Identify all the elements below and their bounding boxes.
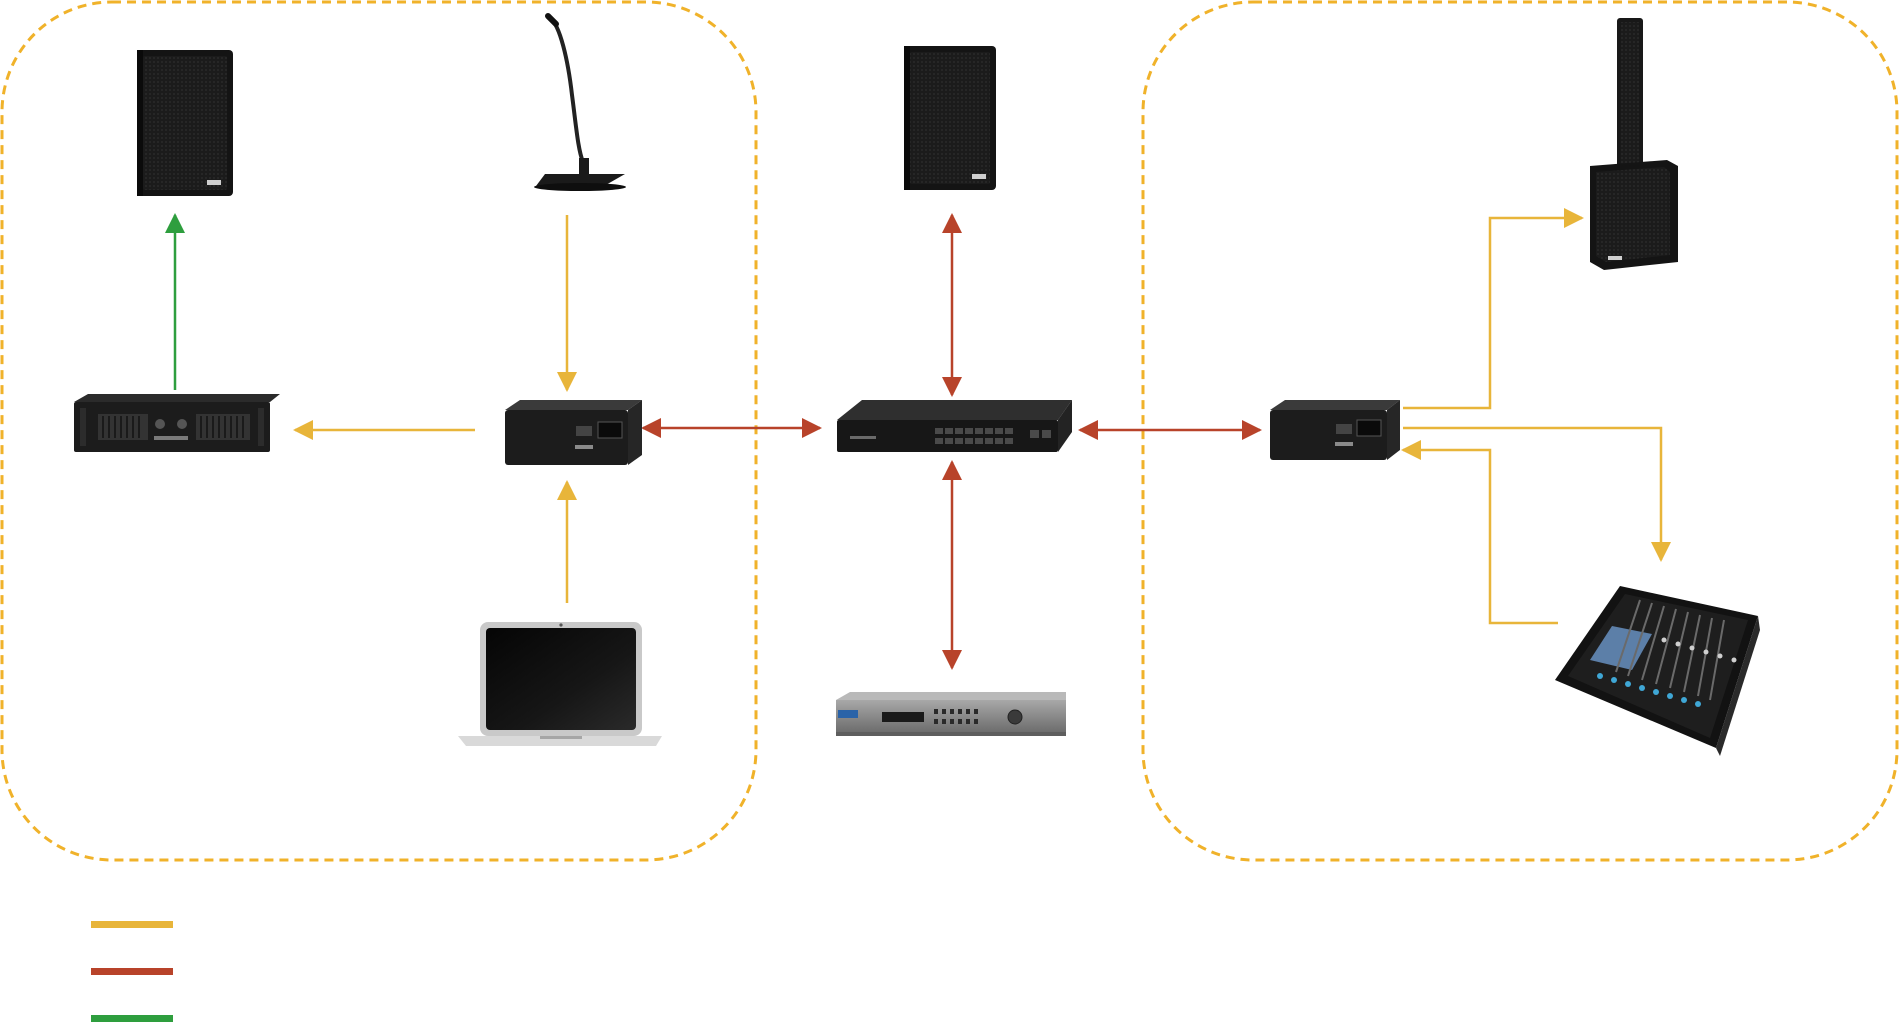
gooseneck-mic (534, 13, 626, 191)
mixing-console-icon (1555, 586, 1760, 756)
power-amplifier (74, 394, 280, 452)
legend (91, 921, 173, 1022)
loudspeaker-icon (904, 46, 996, 190)
column-speaker (1590, 18, 1678, 270)
ethernet-switch-icon (837, 400, 1072, 452)
amplifier-icon (74, 394, 280, 452)
network-switch (837, 400, 1072, 452)
box-to-mixer-link (1403, 426, 1671, 562)
speaker-center (904, 46, 996, 190)
legend-line-orange (91, 921, 173, 928)
rack-processor (836, 692, 1066, 736)
laptop-icon (458, 622, 662, 746)
audio-processor-icon (836, 692, 1066, 736)
speaker-left (137, 50, 233, 196)
column-array-speaker-icon (1590, 18, 1678, 270)
legend-line-red (91, 968, 173, 975)
network-audio-box-right (1270, 400, 1400, 460)
digital-mixer (1555, 586, 1760, 756)
network-audio-interface-icon (505, 400, 642, 465)
microphone-icon (534, 13, 626, 191)
network-audio-box-left (505, 400, 642, 465)
box-to-column-link (1403, 208, 1584, 410)
network-audio-interface-icon (1270, 400, 1400, 460)
mixer-to-box-link (1401, 440, 1558, 625)
loudspeaker-icon (137, 50, 233, 196)
legend-line-green (91, 1015, 173, 1022)
connections (165, 208, 1671, 670)
laptop (458, 622, 662, 746)
